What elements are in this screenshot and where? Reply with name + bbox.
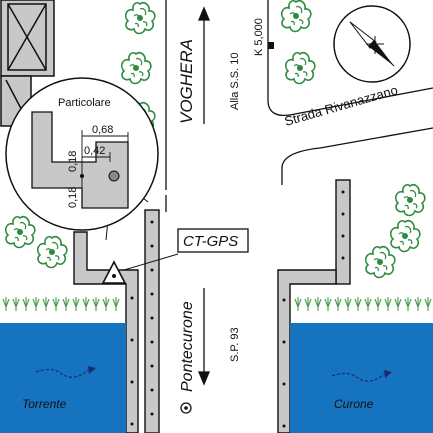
right-embankment [277, 179, 351, 433]
ctgps-box [177, 228, 249, 253]
sp93-label: S.P. 93 [229, 327, 241, 362]
circle-dot-location-icon [180, 402, 192, 414]
strada-label: Strada Rivanazzano [283, 82, 400, 129]
curone-label: Curone [334, 397, 374, 411]
pontecurone-label: Pontecurone [179, 301, 196, 392]
triangle-station-icon [101, 260, 127, 284]
dim-068-label: 0,68 [92, 124, 113, 136]
flow-arrow-icon [331, 370, 392, 382]
water-right [290, 323, 433, 433]
compass-rose-icon [333, 5, 411, 83]
voghera-label: VOGHERA [177, 39, 196, 124]
torrente-label: Torrente [22, 397, 67, 411]
flow-arrow-icon [35, 366, 96, 378]
grass-strip-right [294, 296, 432, 312]
dim-042-label: 0,42 [84, 145, 105, 157]
water-left [0, 323, 126, 433]
direction-arrow-north-icon [198, 6, 210, 124]
road-edges [165, 0, 433, 212]
grass-strip-left [2, 296, 120, 312]
km-label: K 5,000 [253, 18, 265, 56]
ctgps-label: CT-GPS [183, 233, 238, 250]
detail-inset [5, 77, 159, 231]
bolts [130, 190, 345, 428]
direction-arrow-south-icon [198, 288, 210, 386]
dim-018b-label: 0,18 [67, 187, 79, 208]
ss10-label: Alla S.S. 10 [229, 53, 241, 110]
particolare-label: Particolare [58, 97, 111, 109]
dim-018a-label: 0,18 [67, 151, 79, 172]
km-marker [268, 42, 274, 49]
